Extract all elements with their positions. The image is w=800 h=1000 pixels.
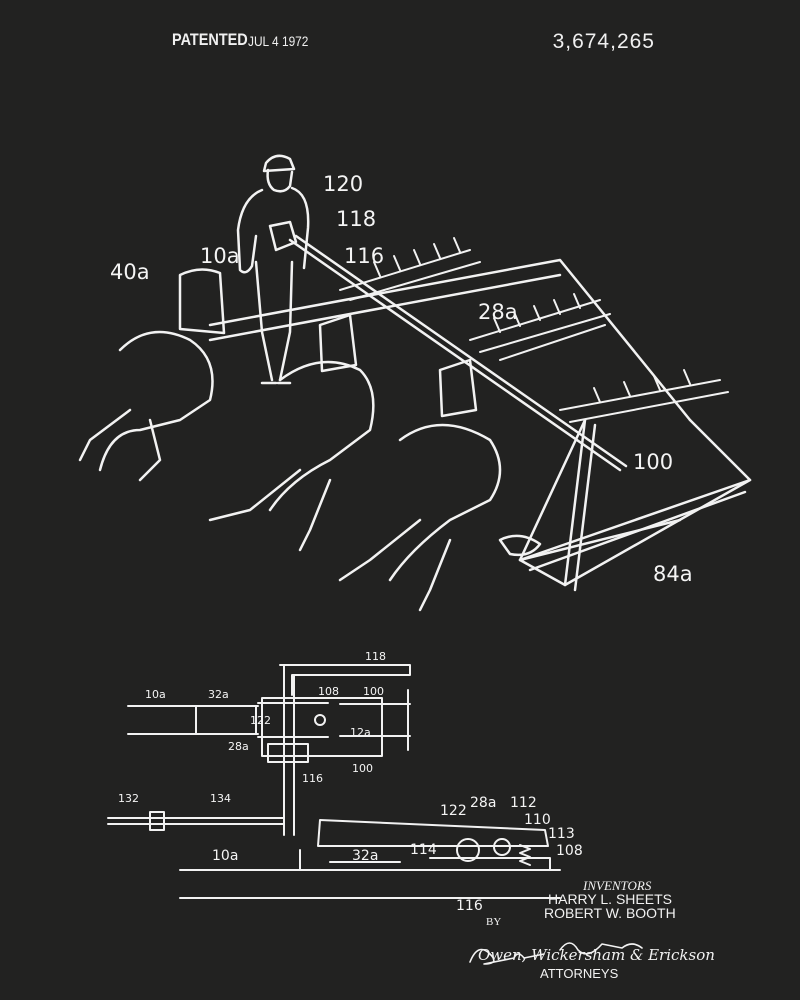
ref-118: 118: [336, 207, 377, 231]
ref-32a: 32a: [208, 688, 229, 701]
ref-100: 100: [352, 762, 373, 775]
patent-number: 3,674,265: [552, 30, 655, 53]
ref-10a: 10a: [200, 244, 240, 268]
ref-113: 113: [548, 826, 575, 842]
ref-132: 132: [118, 792, 139, 805]
ref-116: 116: [302, 772, 323, 785]
ref-100: 100: [363, 685, 384, 698]
ref-122: 122: [250, 714, 271, 727]
figure-3-side-view: [179, 819, 561, 899]
ref-134: 134: [210, 792, 231, 805]
main-beam: [208, 234, 692, 472]
ref-116: 116: [456, 898, 483, 914]
ref-108: 108: [318, 685, 339, 698]
ref-10a: 10a: [145, 688, 166, 701]
blocking-pads: [178, 268, 478, 418]
figure-2-top-view: [107, 664, 411, 836]
ref-116: 116: [344, 244, 385, 268]
ref-12a: 12a: [350, 726, 371, 739]
sled-frame: [518, 418, 752, 592]
standing-operator: [236, 154, 310, 385]
ref-100: 100: [633, 450, 674, 474]
ref-114: 114: [410, 842, 437, 858]
ref-108: 108: [556, 843, 583, 859]
ref-112: 112: [510, 795, 537, 811]
spike-bars: [339, 237, 729, 423]
ref-28a: 28a: [478, 300, 518, 324]
ref-118: 118: [365, 650, 386, 663]
attorney-signature-stroke: [469, 942, 643, 965]
patent-date: JUL 4 1972: [248, 33, 309, 49]
inventors-heading: INVENTORS: [583, 878, 652, 893]
ref-40a: 40a: [110, 260, 150, 284]
ref-28a: 28a: [228, 740, 249, 753]
ref-84a: 84a: [653, 562, 693, 586]
ref-28a: 28a: [470, 795, 497, 811]
attorney-signature: Owen, Wickersham & Erickson: [478, 946, 715, 964]
ref-110: 110: [524, 812, 551, 828]
ref-32a: 32a: [352, 848, 379, 864]
attorneys-label: ATTORNEYS: [540, 966, 619, 981]
inventor-name-2: ROBERT W. BOOTH: [544, 905, 676, 921]
ref-120: 120: [323, 172, 364, 196]
ref-10a: 10a: [212, 848, 239, 864]
patented-label: PATENTED: [172, 30, 248, 49]
inventor-name-1: HARRY L. SHEETS: [548, 891, 672, 907]
crouching-players: [78, 330, 542, 612]
figure-1-illustration: [78, 154, 752, 612]
ref-122: 122: [440, 803, 467, 819]
by-label: BY: [486, 916, 502, 928]
